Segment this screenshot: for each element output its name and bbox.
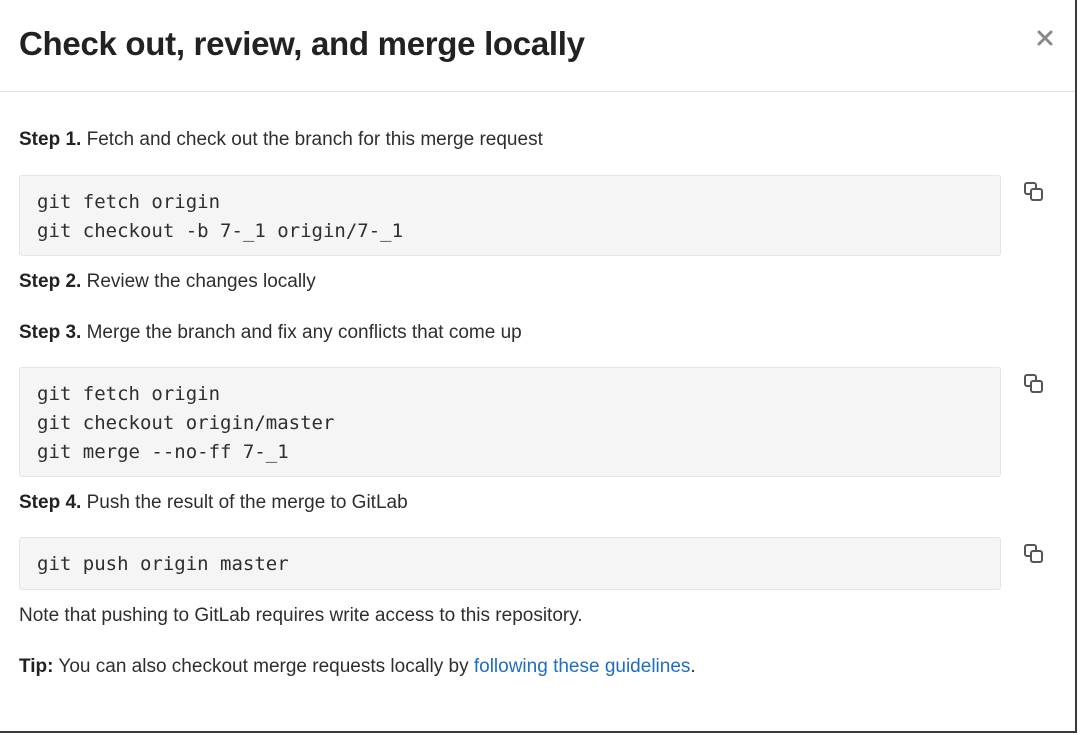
- code-line: git checkout origin/master: [37, 412, 335, 434]
- copy-button-1[interactable]: [1022, 181, 1046, 205]
- step-3: Step 3. Merge the branch and fix any con…: [19, 321, 522, 345]
- copy-icon: [1023, 182, 1045, 206]
- copy-button-2[interactable]: [1022, 373, 1046, 397]
- close-button[interactable]: [1030, 24, 1060, 54]
- copy-icon: [1023, 544, 1045, 568]
- tip-suffix: .: [690, 656, 696, 677]
- copy-icon: [1023, 374, 1045, 398]
- step-1-text: Fetch and check out the branch for this …: [86, 129, 543, 150]
- copy-button-3[interactable]: [1022, 543, 1046, 567]
- step-2: Step 2. Review the changes locally: [19, 270, 316, 294]
- step-3-label: Step 3.: [19, 322, 82, 343]
- close-icon: [1036, 30, 1054, 50]
- step-1-label: Step 1.: [19, 129, 82, 150]
- code-line: git checkout -b 7-_1 origin/7-_1: [37, 220, 404, 242]
- code-line: git merge --no-ff 7-_1: [37, 441, 289, 463]
- tip-text: You can also checkout merge requests loc…: [58, 656, 469, 677]
- code-line: git fetch origin: [37, 191, 221, 213]
- step-3-text: Merge the branch and fix any conflicts t…: [86, 322, 522, 343]
- code-block-2[interactable]: git fetch origin git checkout origin/mas…: [19, 367, 1001, 477]
- code-block-3[interactable]: git push origin master: [19, 537, 1001, 590]
- note-text: Note that pushing to GitLab requires wri…: [19, 605, 583, 626]
- code-line: git fetch origin: [37, 383, 221, 405]
- code-block-1[interactable]: git fetch origin git checkout -b 7-_1 or…: [19, 175, 1001, 256]
- tip-label: Tip:: [19, 656, 54, 677]
- step-2-label: Step 2.: [19, 271, 82, 292]
- step-4-text: Push the result of the merge to GitLab: [86, 492, 408, 513]
- step-4-label: Step 4.: [19, 492, 82, 513]
- guidelines-link[interactable]: following these guidelines: [473, 656, 691, 677]
- step-2-text: Review the changes locally: [86, 271, 316, 292]
- tip: Tip: You can also checkout merge request…: [19, 655, 696, 679]
- modal-header: Check out, review, and merge locally: [0, 0, 1075, 92]
- step-1: Step 1. Fetch and check out the branch f…: [19, 128, 543, 152]
- modal-title: Check out, review, and merge locally: [19, 25, 585, 62]
- step-4: Step 4. Push the result of the merge to …: [19, 491, 408, 515]
- code-line: git push origin master: [37, 553, 289, 575]
